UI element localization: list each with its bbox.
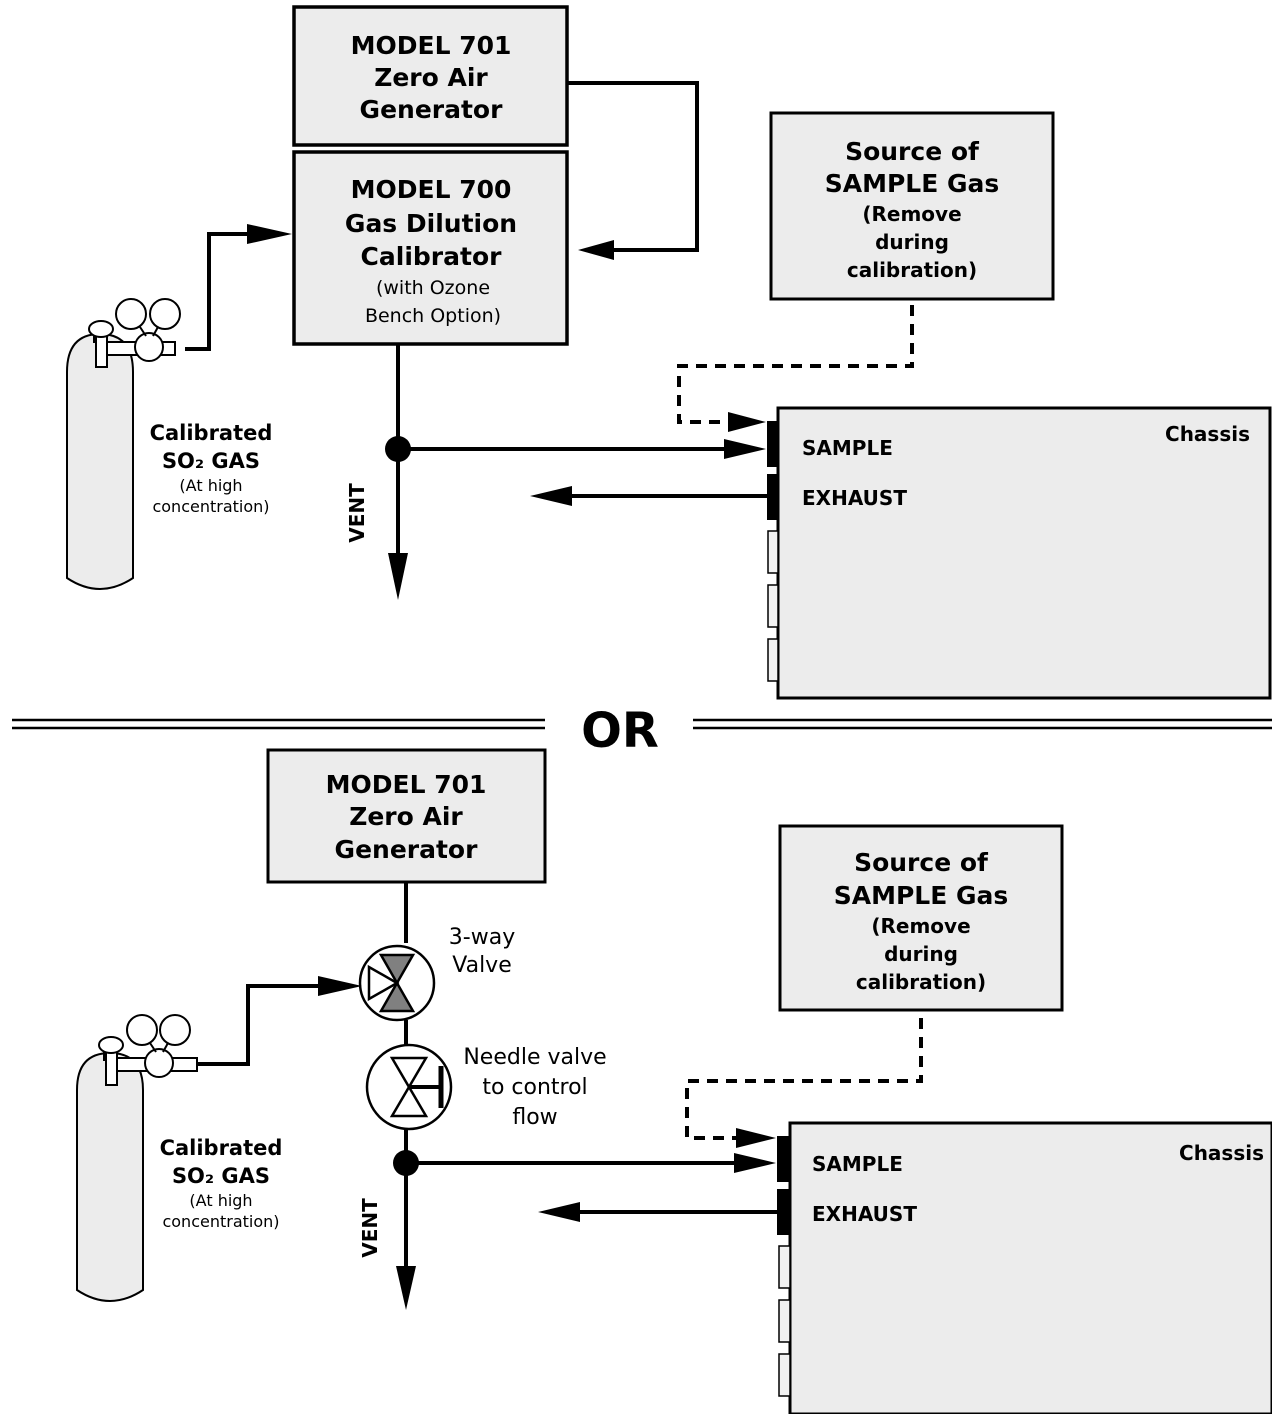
sample-port-label-bottom: SAMPLE (812, 1152, 903, 1176)
analyzer-chassis-top: Chassis SAMPLE EXHAUST (767, 406, 1272, 700)
sample-source-dashed-arrowhead-bottom (736, 1128, 776, 1148)
zero-air-generator-label-line-1: MODEL 701 (351, 31, 512, 60)
zero-air-generator-label-line-3-bottom: Generator (335, 835, 479, 864)
needle-valve-label-line-2: to control (482, 1075, 587, 1100)
calibrator-label-line-1: MODEL 700 (351, 175, 512, 204)
sample-source-sub-line-2: during (875, 230, 949, 254)
vent-label-bottom: VENT (358, 1198, 382, 1258)
sample-source-label-line-2-bottom: SAMPLE Gas (834, 881, 1009, 910)
cal-gas-line-bottom (197, 984, 320, 1066)
gas-cylinder-bottom (76, 1014, 198, 1302)
vent-arrowhead-top (388, 553, 408, 600)
sample-source-label-line-1-bottom: Source of (854, 848, 989, 877)
zero-air-generator-box-top: MODEL 701 Zero Air Generator (292, 5, 569, 147)
exhaust-arrowhead-top (530, 486, 572, 506)
sample-source-label-line-1: Source of (845, 137, 980, 166)
cal-gas-arrowhead-bottom (318, 976, 362, 996)
three-way-valve-label-line-1: 3-way (449, 925, 515, 950)
zero-air-arrowhead-top (578, 240, 614, 260)
sample-port-label-top: SAMPLE (802, 436, 893, 460)
zero-air-generator-label-line-3: Generator (360, 95, 504, 124)
vent-label-top: VENT (345, 483, 369, 543)
sample-source-dashed-line-bottom (685, 1018, 923, 1140)
sample-supply-arrowhead-top (724, 439, 766, 459)
sample-source-sub-line-2-bottom: during (884, 942, 958, 966)
zero-air-generator-label-line-2-bottom: Zero Air (349, 802, 463, 831)
three-way-valve (358, 944, 436, 1022)
cylinder-sub-line-2-top: concentration) (152, 497, 269, 516)
cylinder-label-line-1-top: Calibrated (150, 421, 273, 445)
bottom-setup: MODEL 701 Zero Air Generator Source of S… (76, 748, 1272, 1414)
cal-gas-line-top (185, 232, 248, 351)
top-setup: MODEL 701 Zero Air Generator MODEL 700 G… (66, 5, 1272, 700)
zero-air-generator-box-bottom: MODEL 701 Zero Air Generator (266, 748, 547, 884)
needle-valve-label-line-1: Needle valve (463, 1045, 606, 1070)
sample-gas-source-box-bottom: Source of SAMPLE Gas (Remove during cali… (778, 824, 1064, 1012)
cylinder-sub-line-1-top: (At high (179, 476, 242, 495)
exhaust-port-label-top: EXHAUST (802, 486, 907, 510)
zero-air-generator-label-line-1-bottom: MODEL 701 (326, 770, 487, 799)
sample-source-sub-line-3-bottom: calibration) (856, 970, 986, 994)
calibrator-option-line-1: (with Ozone (376, 277, 490, 299)
three-way-valve-label-line-2: Valve (452, 953, 512, 978)
or-separator-text: OR (581, 703, 659, 759)
sample-source-dashed-arrowhead-top (728, 412, 766, 432)
sample-source-label-line-2: SAMPLE Gas (825, 169, 1000, 198)
calibrator-option-line-2: Bench Option) (365, 305, 501, 327)
cal-gas-arrowhead-top (247, 224, 292, 244)
chassis-label-top: Chassis (1165, 422, 1250, 446)
needle-valve-label-line-3: flow (512, 1105, 557, 1130)
sample-supply-arrowhead-bottom (734, 1153, 776, 1173)
cylinder-label-line-2-bottom: SO₂ GAS (172, 1164, 270, 1188)
calibrator-label-line-2: Gas Dilution (345, 209, 517, 238)
gas-dilution-calibrator-box: MODEL 700 Gas Dilution Calibrator (with … (292, 150, 569, 346)
sample-source-sub-line-3: calibration) (847, 258, 977, 282)
exhaust-port-label-bottom: EXHAUST (812, 1202, 917, 1226)
sample-gas-source-box-top: Source of SAMPLE Gas (Remove during cali… (769, 111, 1055, 301)
sample-source-dashed-line-top (677, 305, 914, 424)
cylinder-label-line-2-top: SO₂ GAS (162, 449, 260, 473)
gas-cylinder-top (66, 298, 181, 590)
or-separator: OR (12, 703, 1272, 759)
analyzer-chassis-bottom: Chassis SAMPLE EXHAUST (777, 1121, 1272, 1414)
vent-arrowhead-bottom (396, 1266, 416, 1310)
cylinder-label-line-1-bottom: Calibrated (160, 1136, 283, 1160)
calibrator-label-line-3: Calibrator (361, 242, 503, 271)
cylinder-sub-line-2-bottom: concentration) (162, 1212, 279, 1231)
cylinder-sub-line-1-bottom: (At high (189, 1191, 252, 1210)
exhaust-arrowhead-bottom (538, 1202, 580, 1222)
zero-air-line-top (567, 81, 699, 252)
needle-valve (365, 1043, 453, 1131)
zero-air-generator-label-line-2: Zero Air (374, 63, 488, 92)
sample-source-sub-line-1-bottom: (Remove (871, 914, 970, 938)
sample-source-sub-line-1: (Remove (862, 202, 961, 226)
chassis-label-bottom: Chassis (1179, 1141, 1264, 1165)
